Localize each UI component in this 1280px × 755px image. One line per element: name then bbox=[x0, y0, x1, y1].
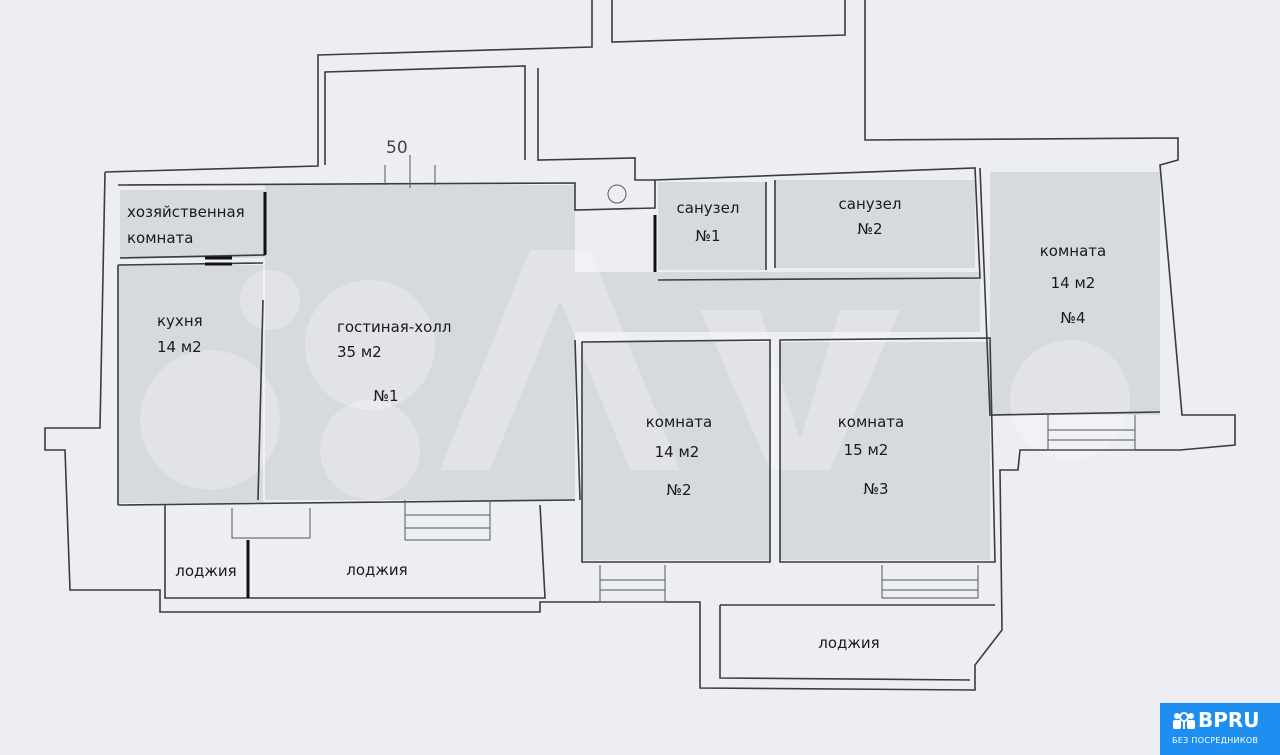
room3-area-label: 15 м2 bbox=[844, 441, 889, 459]
bath1-number: №1 bbox=[695, 227, 720, 245]
badge-subtitle: БЕЗ ПОСРЕДНИКОВ bbox=[1172, 736, 1259, 745]
room-fills bbox=[118, 172, 1160, 560]
bath2-area bbox=[775, 180, 975, 268]
room2-name: комната bbox=[646, 413, 712, 431]
walls bbox=[44, 0, 1236, 691]
loggia-3-label: лоджия bbox=[818, 634, 879, 652]
room3-name: комната bbox=[838, 413, 904, 431]
bath2-name: санузел bbox=[839, 195, 902, 213]
badge-brand: BPRU bbox=[1198, 708, 1260, 732]
utility-room-label-2: комната bbox=[127, 229, 193, 247]
bpru-badge: BPRU БЕЗ ПОСРЕДНИКОВ bbox=[1160, 703, 1280, 755]
kitchen-area-label: 14 м2 bbox=[157, 338, 202, 356]
room4-area bbox=[990, 172, 1160, 415]
kitchen-area bbox=[118, 265, 263, 503]
utility-room-area bbox=[120, 190, 265, 258]
living-name: гостиная-холл bbox=[337, 318, 451, 336]
room4-name: комната bbox=[1040, 242, 1106, 260]
bath1-name: санузел bbox=[677, 199, 740, 217]
kitchen-name: кухня bbox=[157, 312, 203, 330]
room4-number: №4 bbox=[1060, 309, 1085, 327]
avito-watermark bbox=[140, 250, 1130, 500]
room3-number: №3 bbox=[863, 480, 888, 498]
room2-number: №2 bbox=[666, 481, 691, 499]
bath1-area bbox=[658, 182, 766, 270]
living-number: №1 bbox=[373, 387, 398, 405]
loggia-1-label: лоджия bbox=[175, 562, 236, 580]
utility-room-label-1: хозяйственная bbox=[127, 203, 245, 221]
living-area bbox=[265, 185, 575, 500]
room2-area-label: 14 м2 bbox=[655, 443, 700, 461]
dimension-label: 50 bbox=[386, 138, 408, 158]
bath2-number: №2 bbox=[857, 220, 882, 238]
room2-area bbox=[582, 342, 770, 560]
people-key-icon bbox=[1173, 712, 1195, 729]
room4-area-label: 14 м2 bbox=[1051, 274, 1096, 292]
corridor-area bbox=[575, 272, 980, 332]
loggia-2-label: лоджия bbox=[346, 561, 407, 579]
room3-area bbox=[780, 342, 990, 560]
living-area-label: 35 м2 bbox=[337, 343, 382, 361]
